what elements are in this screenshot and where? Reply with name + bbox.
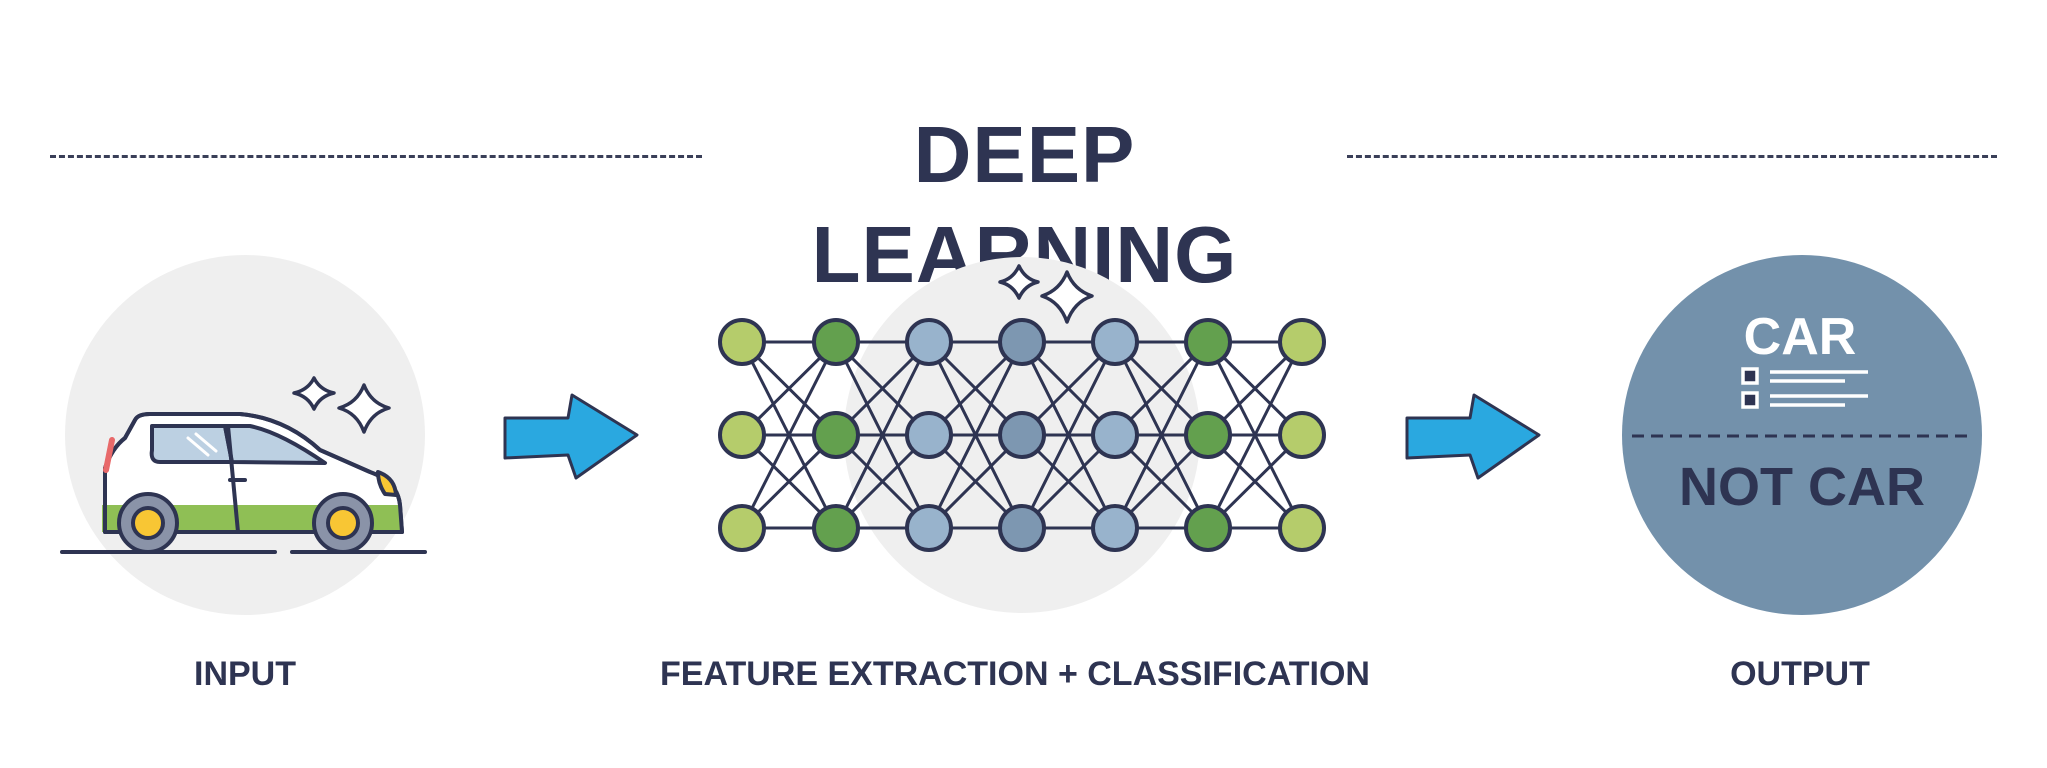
network-node	[1278, 411, 1326, 459]
sparkle-icon	[998, 264, 1094, 324]
network-node	[1278, 504, 1326, 552]
network-node	[1278, 318, 1326, 366]
feature-panel	[718, 257, 1326, 613]
arrow-right-icon	[503, 393, 639, 480]
stage-label-output: OUTPUT	[1730, 655, 1870, 693]
checklist-icon	[1741, 367, 1868, 409]
network-node	[1184, 411, 1232, 459]
network-node	[1184, 318, 1232, 366]
network-node	[905, 504, 953, 552]
stage-label-input: INPUT	[194, 655, 296, 693]
output-not-car-label: NOT CAR	[1679, 457, 1925, 517]
network-node	[1091, 504, 1139, 552]
stage-label-feature: FEATURE EXTRACTION + CLASSIFICATION	[660, 655, 1370, 693]
network-edge	[1020, 341, 1117, 529]
network-node	[718, 504, 766, 552]
network-edge	[1206, 341, 1304, 529]
sparkle-icon	[292, 376, 391, 434]
network-node	[1091, 411, 1139, 459]
title-divider-right	[1347, 155, 1997, 158]
neural-network-icon	[718, 318, 1326, 552]
car-icon	[60, 412, 427, 554]
network-edge	[740, 341, 838, 529]
network-node	[905, 411, 953, 459]
network-edge	[1113, 341, 1210, 529]
network-node	[812, 504, 860, 552]
network-node	[905, 318, 953, 366]
network-node	[1091, 318, 1139, 366]
output-car-label: CAR	[1744, 308, 1857, 366]
network-node	[1184, 504, 1232, 552]
output-panel: CAR NOT CAR	[1622, 255, 1982, 615]
network-node	[718, 318, 766, 366]
network-node	[812, 318, 860, 366]
network-edge	[834, 341, 931, 529]
network-edge	[927, 341, 1024, 529]
arrow-right-icon	[1405, 393, 1541, 480]
network-node	[998, 504, 1046, 552]
network-node	[998, 411, 1046, 459]
input-panel	[60, 255, 427, 615]
title-divider-left	[50, 155, 702, 158]
network-node	[718, 411, 766, 459]
output-background-circle	[1622, 255, 1982, 615]
network-node	[998, 318, 1046, 366]
network-node	[812, 411, 860, 459]
